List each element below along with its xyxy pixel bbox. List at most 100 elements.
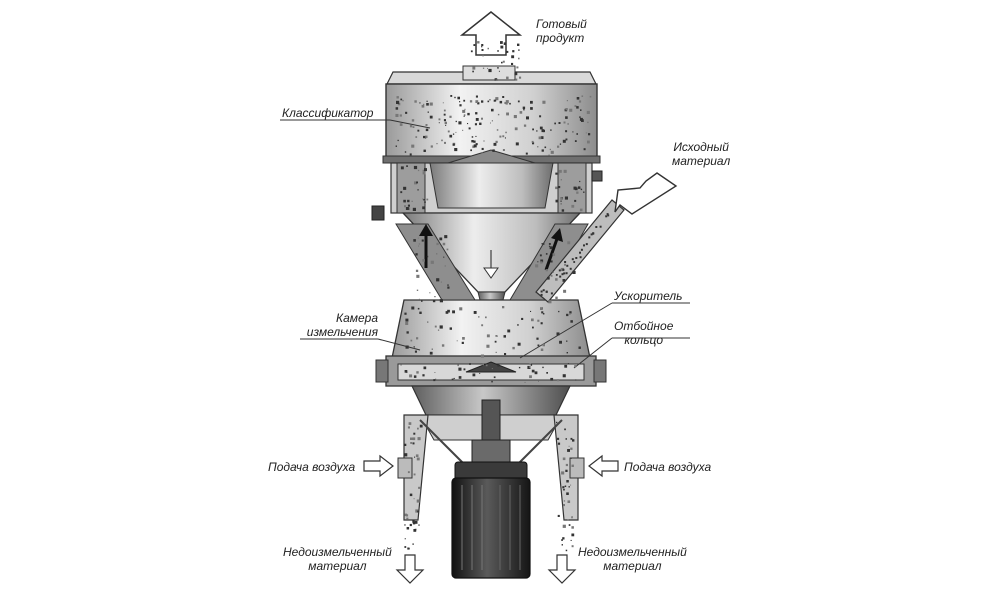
particle [572,270,576,274]
particle [452,133,455,135]
particle [557,514,560,517]
particle [580,188,583,191]
particle [505,102,508,105]
label-air-supply-left: Подача воздуха [268,460,355,474]
particle [423,366,427,370]
particle [570,447,573,450]
particle [571,204,575,208]
particle [473,311,477,314]
particle [399,123,403,126]
particle [565,463,568,467]
particle [412,207,416,211]
particle [494,99,497,102]
particle [481,100,484,103]
particle [540,293,543,296]
particle [526,116,529,120]
particle [403,186,407,190]
particle [440,281,442,283]
particle [408,422,412,425]
particle [556,379,559,382]
particle [518,49,520,51]
particle [585,132,587,134]
particle [577,186,581,189]
particle [468,127,471,130]
particle [413,375,417,378]
particle [562,268,565,271]
label-impact-ring-line1: Отбойное [614,319,674,333]
particle [491,368,493,370]
particle [462,129,464,131]
particle [562,457,566,461]
particle [503,42,507,45]
particle [433,379,436,382]
particle [486,334,490,338]
air-inlet-arrow-right [588,454,619,478]
particle [495,335,498,337]
particle [444,265,446,267]
particle [477,41,480,44]
particle [482,54,484,57]
particle [396,96,399,99]
label-air-supply-left-text: Подача воздуха [268,460,356,474]
particle [426,255,429,258]
particle [497,113,500,116]
particle [404,370,408,373]
particle [530,310,532,312]
particle [495,351,497,353]
particle [405,207,409,210]
particle [559,275,562,278]
particle [429,292,431,294]
particle [512,346,515,350]
particle [538,380,539,382]
particle [477,102,480,105]
particle [514,127,518,131]
particle [559,340,562,344]
particle [461,341,464,344]
particle [482,67,485,69]
particle [499,100,503,104]
particle [444,141,446,144]
particle [400,98,403,101]
particle [404,443,407,446]
particle [479,372,481,374]
particle [529,375,532,379]
particle [566,340,568,342]
label-reject-right-line2: материал [603,559,662,573]
label-feed-material: Исходный материал [672,140,730,168]
particle [439,237,443,241]
particle [540,261,543,264]
particle [576,97,580,100]
particle [400,191,403,194]
particle [463,368,466,371]
particle [416,371,419,374]
particle [525,152,528,155]
particle [524,381,526,383]
particle [545,290,548,293]
particle [422,374,425,377]
particle [550,150,554,154]
particle [487,67,488,69]
particle [449,327,452,330]
particle [417,189,419,191]
particle [454,96,456,99]
particle [572,439,575,442]
particle [560,179,562,181]
particle [571,545,574,548]
particle [497,50,499,52]
particle [570,437,573,440]
particle [415,509,419,513]
particle [403,199,406,203]
particle [540,259,544,263]
particle [459,101,461,103]
particle [417,510,420,513]
particle [405,514,409,517]
particle [515,142,519,146]
particle [529,366,531,368]
particle [406,331,409,334]
particle [565,549,568,552]
particle [444,121,447,125]
particle [581,95,584,97]
particle [585,243,588,246]
particle [566,264,569,267]
particle [576,191,579,194]
